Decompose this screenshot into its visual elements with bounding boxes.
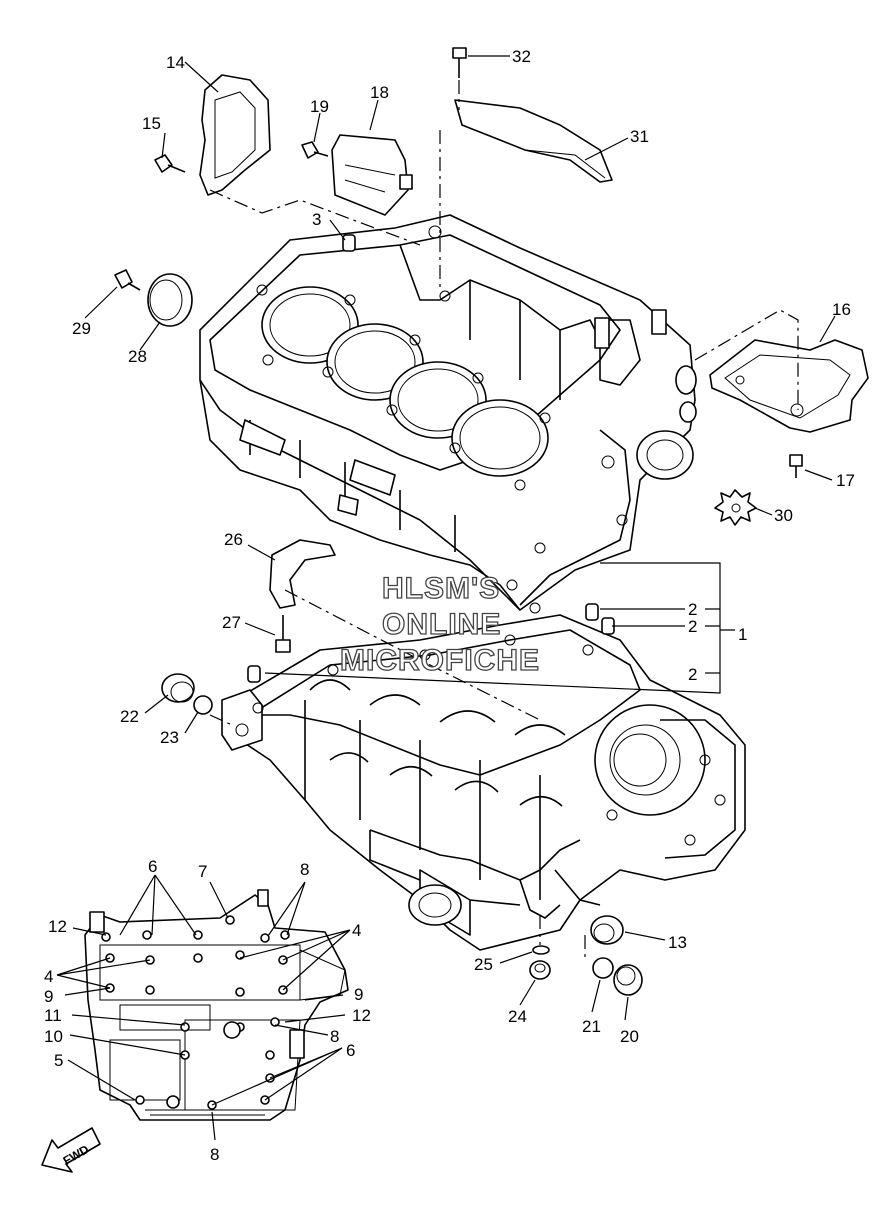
- label-3: 3: [312, 210, 321, 229]
- label-28: 28: [128, 347, 147, 366]
- label-26: 26: [224, 530, 243, 549]
- part-27-bolt: [275, 615, 291, 653]
- part-32-bolt: [452, 47, 467, 78]
- part-3-dowel: [342, 234, 356, 252]
- label-18: 18: [370, 83, 389, 102]
- label-8-a: 8: [300, 860, 309, 879]
- part-17-bolt: [789, 454, 803, 478]
- label-32: 32: [512, 47, 531, 66]
- label-2-c: 2: [688, 665, 697, 684]
- label-12-b: 12: [352, 1006, 371, 1025]
- label-2-a: 2: [688, 600, 697, 619]
- watermark-line-1: HLSM'S: [382, 572, 500, 605]
- part-16-plate: [709, 339, 869, 433]
- crankcase-bottom-view: [84, 889, 349, 1121]
- label-9-b: 9: [44, 987, 53, 1006]
- label-6-b: 6: [346, 1041, 355, 1060]
- part-30-gear: [714, 489, 757, 526]
- assembly-centerlines: [209, 80, 799, 958]
- leader-lines: [56, 55, 836, 1141]
- label-11: 11: [44, 1006, 62, 1025]
- label-8-c: 8: [210, 1145, 219, 1164]
- watermark: HLSM'S ONLINE MICROFICHE: [339, 571, 540, 677]
- watermark-line-3: MICROFICHE: [340, 644, 540, 677]
- label-16: 16: [832, 300, 851, 319]
- part-number-labels: 1 2 2 2 3 4 4 5 6 6 7 8 8 8 9 9 10 11 12…: [44, 47, 855, 1164]
- label-10: 10: [44, 1027, 63, 1046]
- label-9-a: 9: [354, 985, 363, 1004]
- label-20: 20: [620, 1027, 639, 1046]
- label-17: 17: [836, 471, 855, 490]
- label-4-b: 4: [44, 967, 53, 986]
- label-5: 5: [54, 1051, 63, 1070]
- label-21: 21: [582, 1017, 601, 1036]
- lower-crankcase: [221, 602, 746, 951]
- watermark-line-2: ONLINE: [382, 608, 501, 641]
- label-15: 15: [142, 114, 161, 133]
- label-29: 29: [72, 319, 91, 338]
- part-2-dowel-c: [247, 665, 261, 683]
- label-13: 13: [668, 933, 687, 952]
- part-13-plug: [590, 915, 624, 945]
- label-23: 23: [160, 728, 179, 747]
- part-2-dowel-a: [585, 603, 599, 621]
- label-8-b: 8: [330, 1027, 339, 1046]
- cylinder-bore-4: [451, 399, 549, 477]
- label-30: 30: [774, 506, 793, 525]
- label-4-a: 4: [352, 921, 361, 940]
- part-29-bolt: [114, 269, 141, 291]
- part-18-plate: [331, 134, 409, 216]
- part-28-cap: [147, 273, 193, 327]
- label-2-b: 2: [688, 617, 697, 636]
- label-6-a: 6: [148, 857, 157, 876]
- label-14: 14: [166, 53, 185, 72]
- part-22-plug: [161, 673, 195, 703]
- part-19-bolt: [301, 141, 329, 159]
- label-1: 1: [738, 625, 747, 644]
- part-24-jet: [529, 960, 551, 980]
- part-25-o-ring: [532, 945, 550, 955]
- label-27: 27: [222, 613, 241, 632]
- part-14-cover: [199, 74, 271, 196]
- part-23-o-ring: [193, 695, 213, 715]
- part-15-bolt: [154, 154, 186, 173]
- part-20-plug: [613, 964, 643, 996]
- label-19: 19: [310, 97, 329, 116]
- part-31-guide: [454, 99, 613, 183]
- label-25: 25: [474, 955, 493, 974]
- part-26-bracket: [269, 539, 336, 609]
- upper-crankcase: [199, 214, 697, 611]
- label-31: 31: [630, 127, 649, 146]
- label-7: 7: [198, 862, 207, 881]
- label-12-a: 12: [48, 917, 67, 936]
- forward-direction-arrow: FWD: [41, 1127, 101, 1173]
- part-21-o-ring: [592, 957, 614, 979]
- label-24: 24: [508, 1007, 527, 1026]
- label-22: 22: [120, 707, 139, 726]
